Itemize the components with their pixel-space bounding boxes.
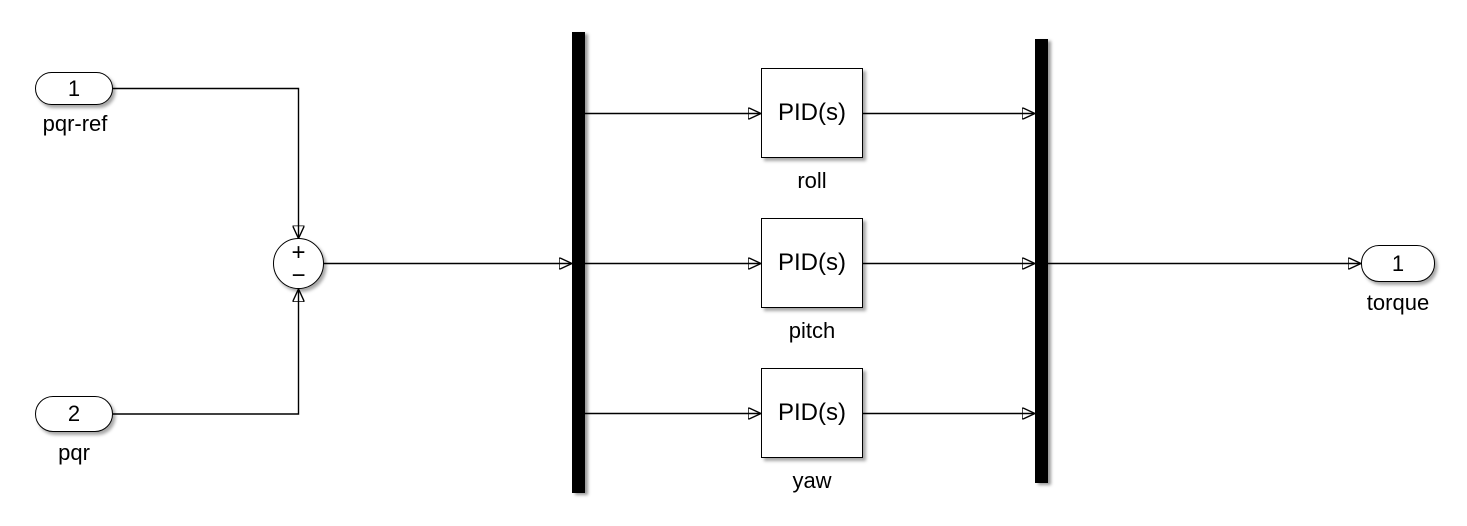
inport-label-pqr-ref: pqr-ref (42, 111, 108, 136)
sum-minus-sign: − (291, 262, 306, 289)
wire-pqr-to-sum[interactable] (113, 290, 299, 415)
demux-block[interactable] (572, 32, 585, 493)
inport-number: 2 (67, 401, 81, 426)
pid-block-pitch[interactable]: PID(s) (761, 218, 863, 308)
pid-label-pitch: pitch (788, 318, 836, 343)
pid-label-yaw: yaw (792, 468, 832, 493)
pid-text: PID(s) (778, 249, 846, 276)
outport-block-torque[interactable]: 1 (1361, 245, 1435, 282)
inport-label-pqr: pqr (58, 440, 90, 465)
pid-text: PID(s) (778, 399, 846, 426)
pid-text: PID(s) (778, 99, 846, 126)
mux-block[interactable] (1035, 39, 1048, 483)
inport-block-pqr-ref[interactable]: 1 (35, 72, 113, 105)
pid-block-roll[interactable]: PID(s) (761, 68, 863, 158)
sum-block[interactable]: + − (273, 238, 324, 289)
outport-label-torque: torque (1366, 290, 1430, 315)
wire-pqr-ref-to-sum[interactable] (113, 87, 299, 239)
inport-block-pqr[interactable]: 2 (35, 396, 113, 432)
outport-number: 1 (1391, 250, 1405, 276)
sum-plus-sign: + (291, 239, 306, 266)
pid-label-roll: roll (797, 168, 827, 193)
inport-number: 1 (67, 75, 81, 101)
pid-block-yaw[interactable]: PID(s) (761, 368, 863, 458)
